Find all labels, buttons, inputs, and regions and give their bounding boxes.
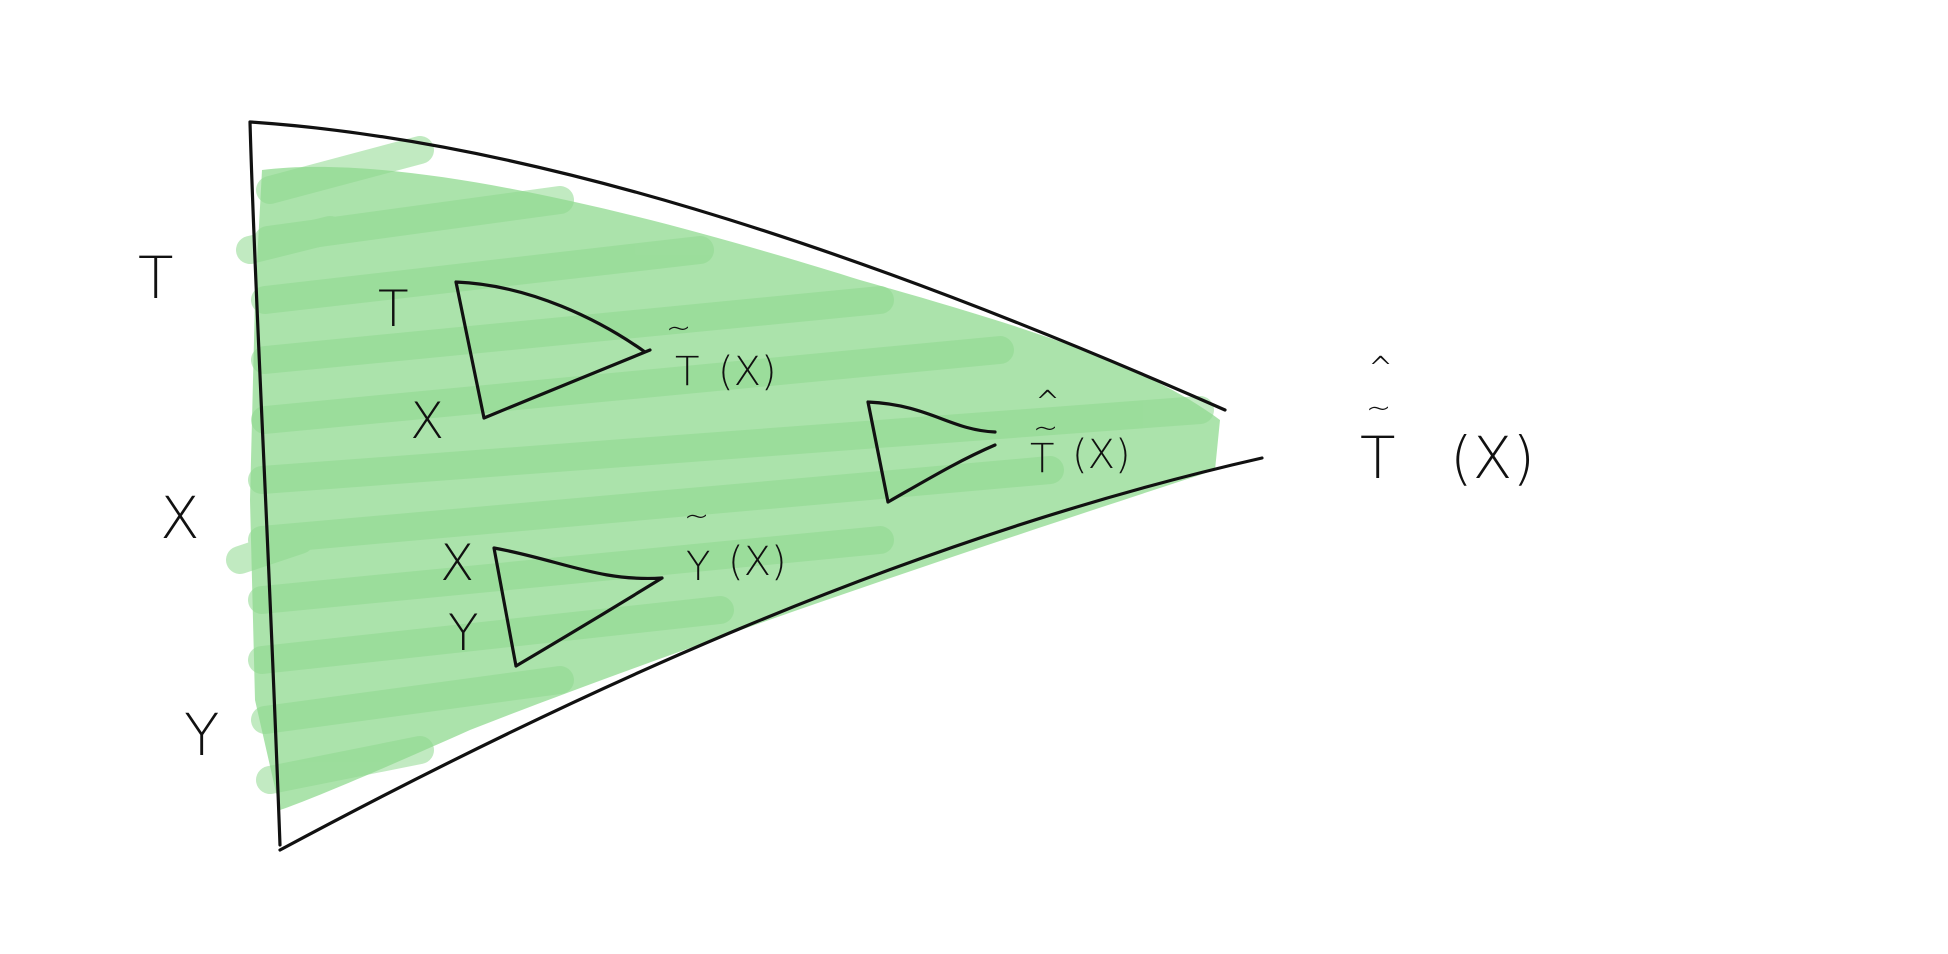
sub-triangle-hat: ^ ~ T (X): [866, 385, 1131, 504]
sub-t-output-tilde: ~: [666, 311, 691, 346]
triangle-shading: [226, 136, 1220, 811]
sub-triangle-t-outline: [454, 280, 652, 420]
outer-label-t: T: [138, 244, 173, 312]
outer-label-y: Y: [184, 701, 219, 769]
outer-output-arg: (X): [1450, 424, 1535, 492]
sub-t-output-symbol: T: [675, 349, 699, 395]
outer-output-symbol: T: [1360, 424, 1395, 492]
sub-t-label-t: T: [378, 280, 409, 338]
sub-hat-output-symbol: T: [1030, 436, 1054, 482]
outer-triangle-outline: [248, 120, 1264, 852]
outer-output-hat: ^: [1368, 351, 1393, 386]
sub-hat-output-arg: (X): [1072, 432, 1131, 478]
sub-y-output-arg: (X): [728, 539, 787, 585]
outer-output-label: ^ ~ T (X): [1360, 351, 1535, 492]
sub-triangle-t: T X ~ T (X): [378, 280, 777, 450]
sub-triangle-y-outline: [492, 546, 664, 668]
sub-y-output-symbol: Y: [686, 544, 710, 590]
sub-t-output-arg: (X): [718, 349, 777, 395]
sub-hat-output-tilde: ~: [1033, 411, 1058, 446]
sub-y-label-y: Y: [448, 604, 479, 662]
sub-hat-output-hat: ^: [1035, 385, 1060, 420]
sub-triangle-hat-outline: [866, 400, 997, 504]
sub-t-label-x: X: [410, 392, 444, 450]
outer-label-x: X: [160, 484, 200, 552]
sub-y-label-x: X: [440, 534, 474, 592]
sub-triangle-y: X Y ~ Y (X): [440, 499, 787, 668]
outer-output-tilde: ~: [1366, 391, 1391, 426]
sub-y-output-tilde: ~: [684, 499, 709, 534]
